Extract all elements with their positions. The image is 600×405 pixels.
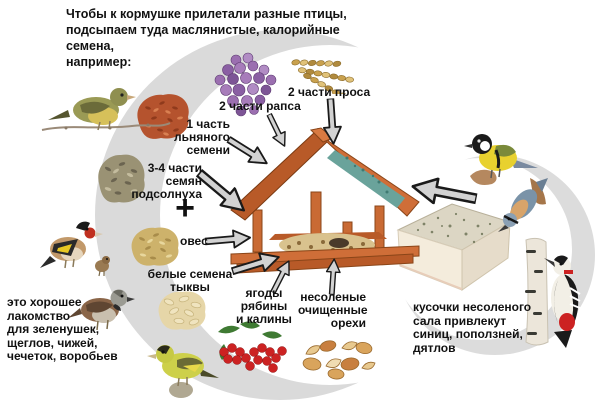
header-line-2: подсыпаем туда маслянистые, калорийные с… (66, 23, 340, 53)
plus-sign: + (175, 189, 195, 227)
berries-arrow (270, 260, 290, 295)
oats-label: овес (180, 234, 208, 248)
goldfinch-image (40, 221, 110, 277)
lard-arrow (411, 177, 479, 205)
rapeseed-label: 2 части рапса (219, 99, 301, 113)
pumpkin-label: белые семена тыквы (147, 267, 233, 294)
sparrow-image (68, 289, 135, 331)
flax-arrow (226, 135, 268, 165)
millet-label: 2 части проса (288, 85, 371, 99)
berries-image (218, 321, 287, 373)
header-line-1: Чтобы к кормушке прилетали разные птицы, (66, 7, 347, 21)
nuts-label: несоленые очищенные орехи (298, 290, 368, 330)
sunflower-label: 3-4 части семян подсолнуха (131, 161, 202, 201)
header-line-3: например: (66, 55, 132, 69)
sunflower-arrow (195, 169, 246, 212)
great-tit-image (464, 134, 538, 185)
nuthatch-image (498, 178, 548, 232)
rapeseed-image (214, 52, 277, 117)
siskin-image (147, 345, 219, 398)
rapeseed-arrow (266, 112, 286, 147)
berries-label: ягоды рябины и калины (236, 286, 292, 326)
seed-birds-note: это хорошее лакомство для зеленушек, щег… (7, 295, 118, 363)
sunflower-seeds-image (98, 154, 145, 203)
bird-feeder-image (230, 127, 420, 274)
millet-arrow (322, 97, 342, 145)
small-bird-image (95, 256, 110, 277)
oats-arrow (204, 229, 252, 249)
header-text: Чтобы к кормушке прилетали разные птицы,… (66, 6, 386, 70)
oats-image (131, 227, 179, 266)
pumpkin-seeds-image (158, 291, 206, 330)
woodpecker-image (525, 237, 581, 348)
flax-label: 1 часть льняного семени (174, 117, 230, 157)
nuts-arrow (325, 258, 341, 295)
lard-note: кусочки несоленого сала привлекут синиц,… (413, 300, 532, 355)
lard-image (396, 203, 512, 291)
millet-image (291, 59, 354, 94)
pumpkin-arrow (230, 252, 280, 276)
greenfinch-image (41, 88, 171, 131)
nuts-image (302, 340, 376, 380)
